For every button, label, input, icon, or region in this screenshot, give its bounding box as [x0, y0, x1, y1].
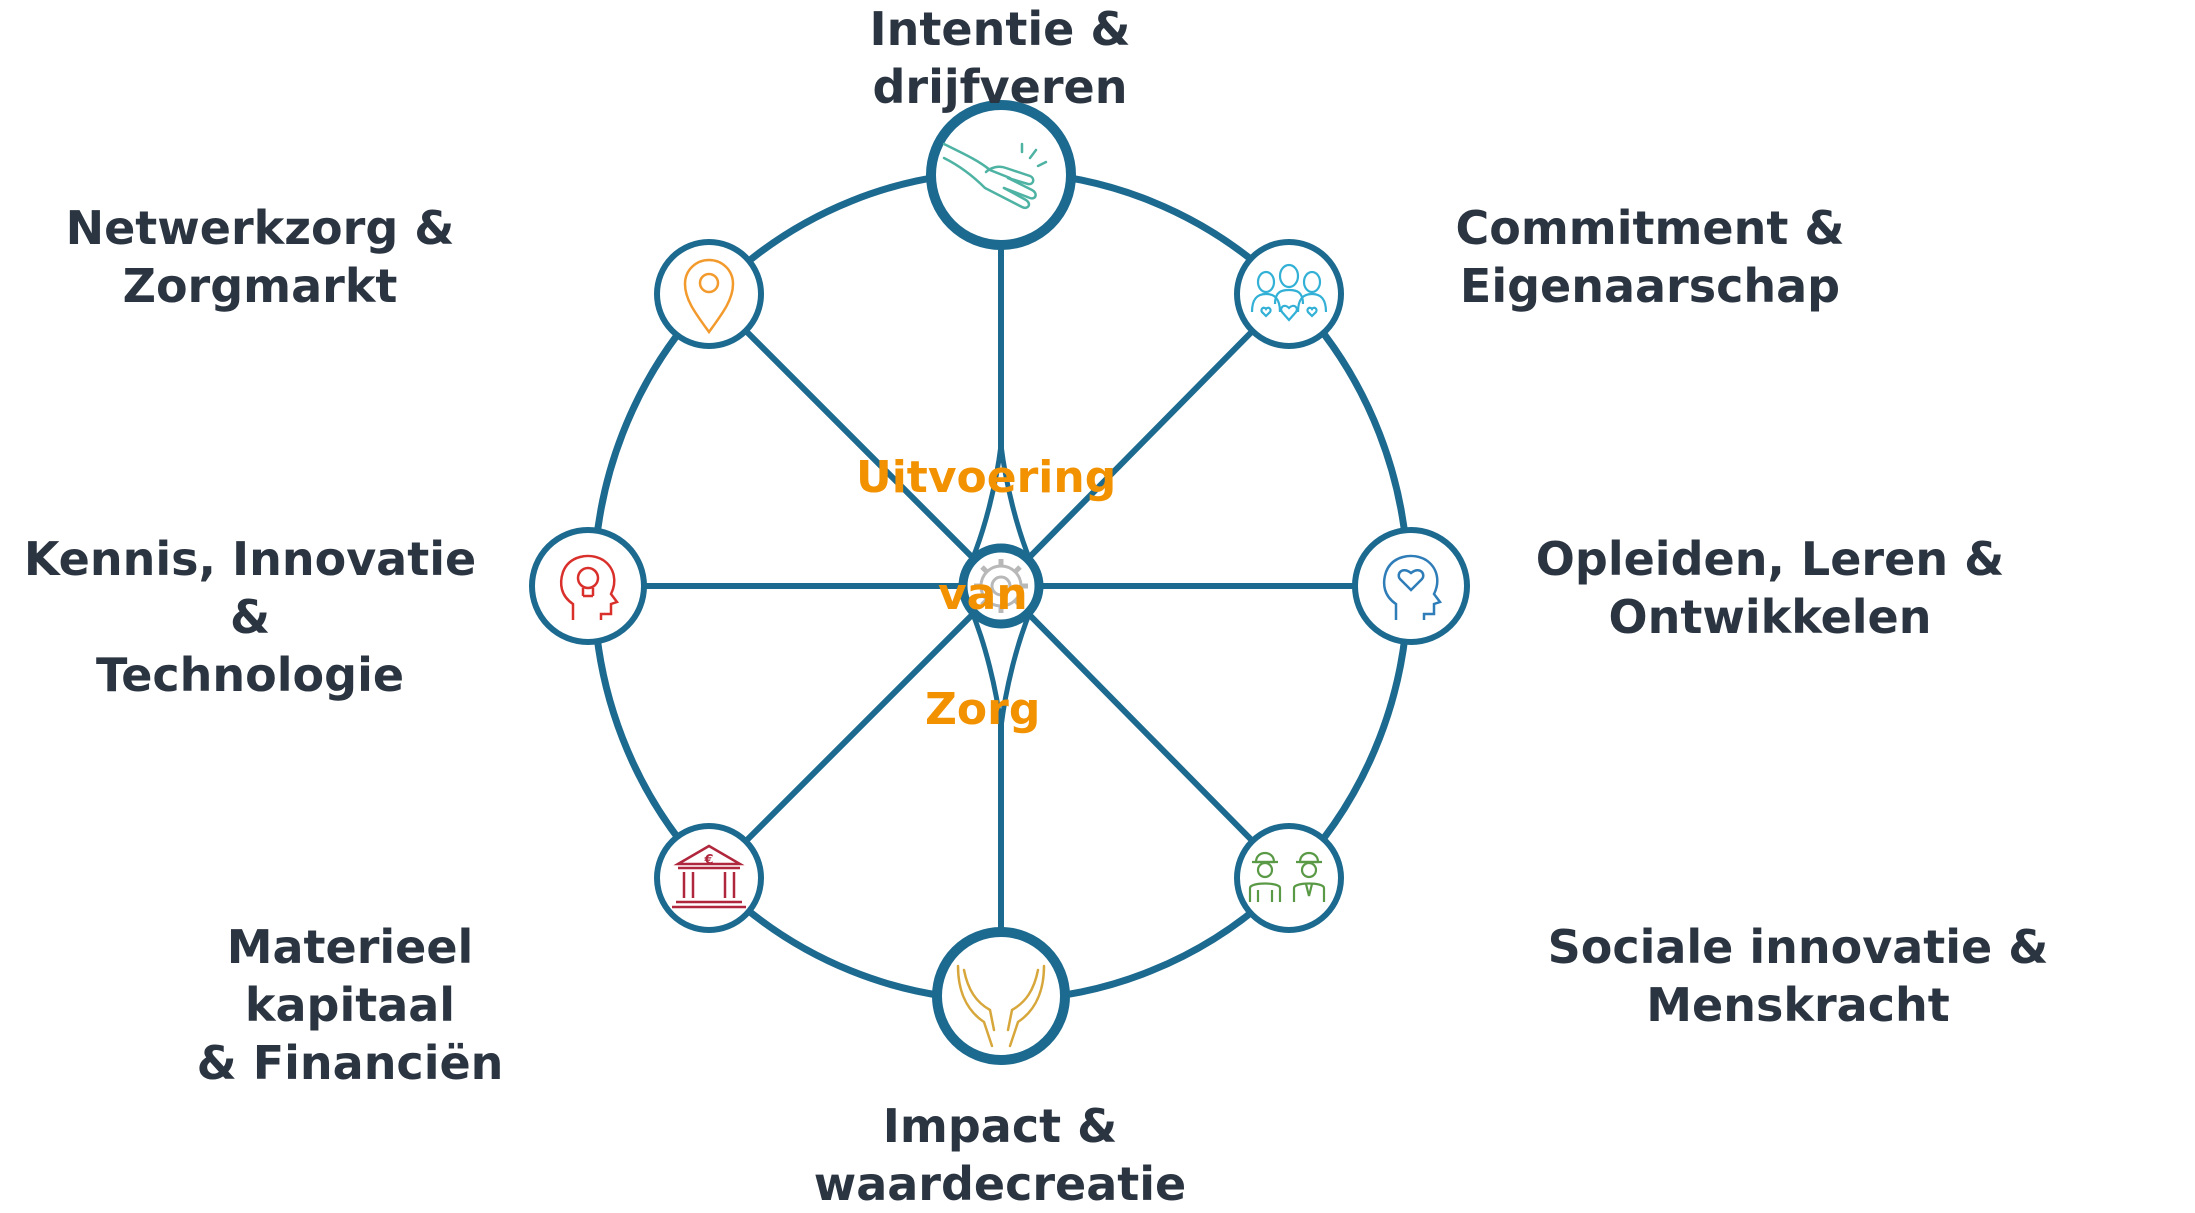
svg-text:€: €	[703, 853, 713, 868]
center-title-line3: Zorg	[925, 684, 1041, 735]
head-bulb-icon	[559, 554, 620, 620]
bank-euro-icon: €	[672, 844, 746, 909]
label-sociale-innovatie: Sociale innovatie & Menskracht	[1547, 920, 2049, 1032]
center-title-line2: van	[938, 569, 1028, 620]
label-commitment: Commitment & Eigenaarschap	[1455, 201, 1845, 313]
label-netwerkzorg: Netwerkzorg & Zorgmarkt	[65, 201, 455, 313]
spoke-bottom-right	[998, 583, 1292, 881]
open-hands-icon	[956, 964, 1046, 1048]
handshake-icon	[942, 142, 1048, 209]
node-bottom-right	[1234, 823, 1344, 933]
node-left	[529, 527, 647, 645]
label-kennis: Kennis, Innovatie & Technologie	[23, 532, 477, 702]
wheel-diagram: €	[529, 100, 1470, 1065]
label-intentie: Intentie & drijfveren	[869, 2, 1131, 114]
people-heart-icon	[1250, 263, 1328, 322]
node-bottom	[932, 927, 1070, 1065]
node-right	[1352, 527, 1470, 645]
spoke-top-right	[998, 291, 1292, 589]
node-top	[926, 100, 1076, 250]
head-heart-icon	[1382, 554, 1443, 620]
label-impact: Impact & waardecreatie	[813, 1099, 1187, 1211]
gear-icon	[974, 559, 1028, 613]
node-top-right	[1234, 239, 1344, 349]
center-title-line1: Uitvoering	[856, 452, 1117, 503]
node-bottom-left: €	[654, 823, 764, 933]
label-materieel-kapitaal: Materieel kapitaal & Financiën	[196, 920, 504, 1090]
node-top-left	[654, 239, 764, 349]
label-opleiden: Opleiden, Leren & Ontwikkelen	[1535, 532, 2005, 644]
spoke-bottom-left	[706, 583, 1004, 881]
workers-icon	[1248, 851, 1326, 902]
spoke-top-left	[706, 291, 1004, 589]
location-pin-icon	[683, 258, 735, 335]
